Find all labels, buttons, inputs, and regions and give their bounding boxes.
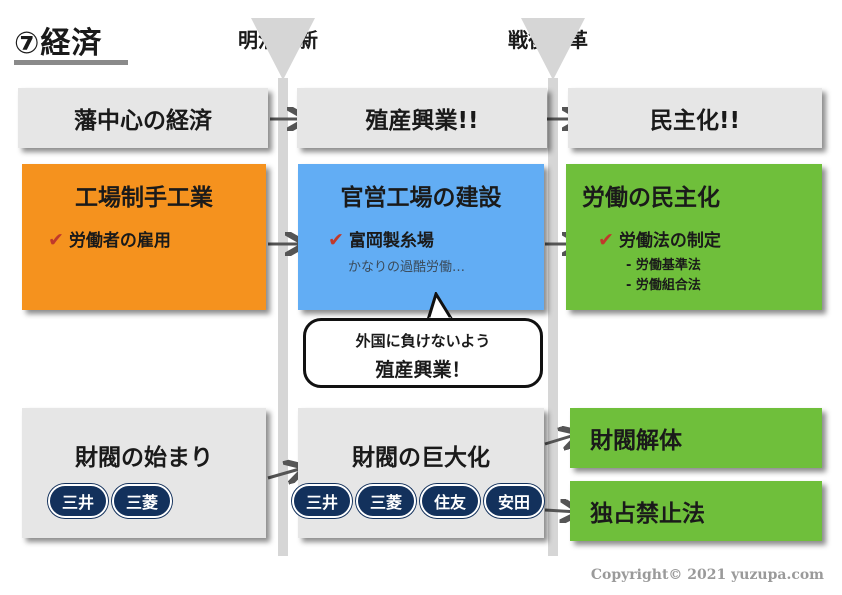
zaibatsu-tag: 三井 [292,484,353,518]
timeline-meiji [278,78,288,556]
industry-postwar: 労働の民主化 ✔労働法の制定 - 労働基準法 - 労働組合法 [566,164,822,310]
header-postwar-label: 民主化!! [650,108,740,134]
speech-bubble-line2: 殖産興業！ [375,359,471,381]
zaibatsu-edo: 財閥の始まり 三井三菱 [22,408,266,538]
page-title: ⑦経済 [14,26,103,61]
arrow-edo-meiji-zaibatsu [267,468,303,478]
era-marker-meiji [251,18,315,80]
zaibatsu-edo-tags: 三井三菱 [48,484,176,518]
copyright: Copyright© 2021 yuzupa.com [590,567,824,583]
zaibatsu-edo-title: 財閥の始まり [75,445,213,471]
header-edo: 藩中心の経済 [18,88,268,148]
industry-postwar-item: ✔労働法の制定 [598,229,721,251]
check-icon: ✔ [598,229,614,251]
zaibatsu-meiji-title: 財閥の巨大化 [352,445,490,471]
header-meiji-label: 殖産興業!! [365,108,479,134]
zaibatsu-dissolution: 財閥解体 [570,408,822,468]
antimonopoly-law-label: 独占禁止法 [590,501,705,527]
industry-meiji-note: かなりの過酷労働… [348,260,466,275]
check-icon: ✔ [328,229,344,251]
zaibatsu-tag: 住友 [420,484,481,518]
header-meiji: 殖産興業!! [297,88,547,148]
timeline-postwar [548,78,558,556]
industry-postwar-title: 労働の民主化 [582,185,720,211]
title-underline [14,60,128,65]
speech-bubble-line1: 外国に負けないよう [355,332,491,350]
zaibatsu-tag: 三菱 [356,484,417,518]
industry-edo-item: ✔労働者の雇用 [48,229,171,251]
industry-meiji-item: ✔富岡製糸場 [328,229,434,251]
zaibatsu-dissolution-label: 財閥解体 [590,428,682,454]
industry-edo-title: 工場制手工業 [75,185,213,211]
antimonopoly-law: 独占禁止法 [570,481,822,541]
industry-edo: 工場制手工業 ✔労働者の雇用 [22,164,266,310]
zaibatsu-tag: 三井 [48,484,109,518]
zaibatsu-tag: 安田 [484,484,545,518]
industry-postwar-subitem: - 労働基準法 [626,258,701,273]
industry-meiji: 官営工場の建設 ✔富岡製糸場 かなりの過酷労働… [298,164,544,310]
header-postwar: 民主化!! [568,88,822,148]
era-marker-postwar [521,18,585,80]
speech-bubble: 外国に負けないよう 殖産興業！ [303,318,543,388]
header-edo-label: 藩中心の経済 [74,108,212,134]
zaibatsu-tag: 三菱 [112,484,173,518]
zaibatsu-meiji: 財閥の巨大化 三井三菱住友安田 [292,408,545,538]
check-icon: ✔ [48,229,64,251]
industry-meiji-title: 官営工場の建設 [340,185,502,211]
industry-postwar-subitem: - 労働組合法 [626,278,701,293]
zaibatsu-meiji-tags: 三井三菱住友安田 [292,484,548,518]
